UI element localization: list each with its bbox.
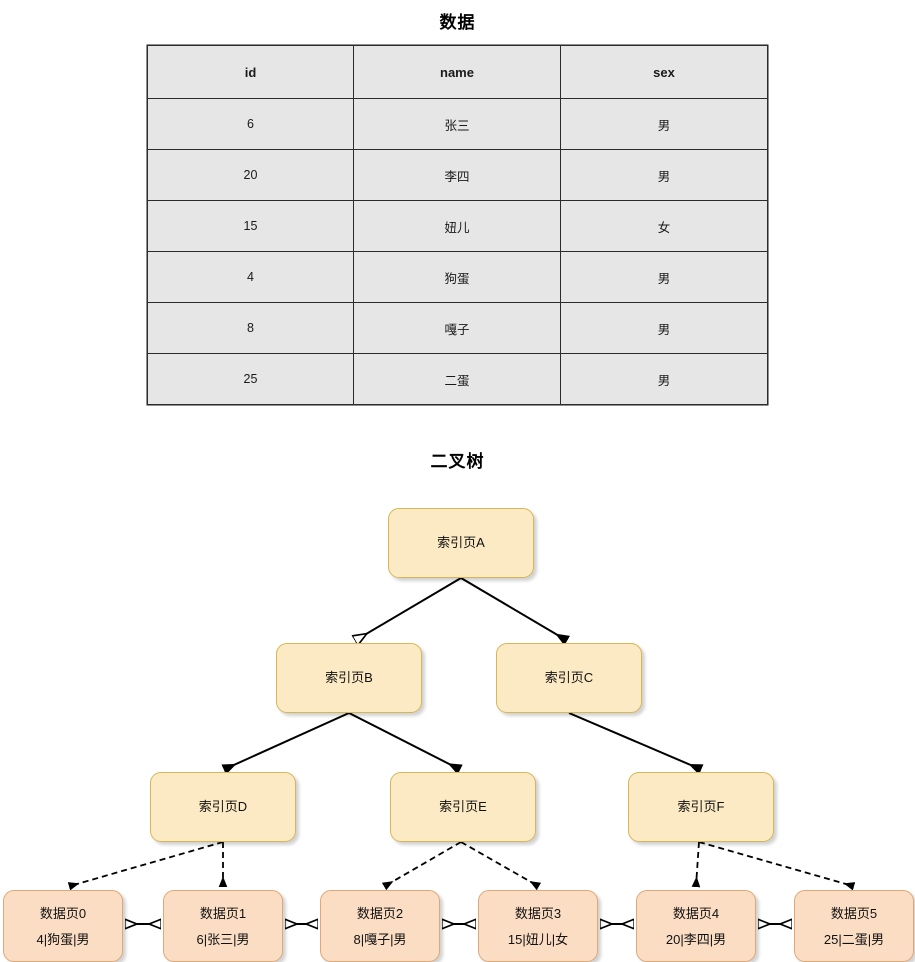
tree-node-data-page-3[interactable]: 数据页3 15|妞儿|女 [478, 890, 598, 962]
node-label: 数据页3 [514, 906, 562, 922]
tree-node-data-page-1[interactable]: 数据页1 6|张三|男 [163, 890, 283, 962]
cell-name: 嘎子 [353, 302, 561, 354]
tree-node-data-page-5[interactable]: 数据页5 25|二蛋|男 [794, 890, 914, 962]
column-header-name: name [353, 45, 561, 99]
table-row: 25 二蛋 男 [147, 353, 768, 405]
cell-id: 6 [147, 98, 354, 150]
cell-name: 妞儿 [353, 200, 561, 252]
cell-sex: 男 [560, 251, 768, 303]
node-label: 索引页E [439, 798, 487, 814]
table-row: 4 狗蛋 男 [147, 251, 768, 303]
node-label: 数据页4 [672, 906, 720, 922]
table-row: 6 张三 男 [147, 98, 768, 150]
node-label: 索引页F [677, 798, 725, 814]
tree-node-data-page-2[interactable]: 数据页2 8|嘎子|男 [320, 890, 440, 962]
edge-group-leaf-pointers [67, 841, 856, 891]
cell-sex: 男 [560, 98, 768, 150]
tree-node-index-e[interactable]: 索引页E [390, 772, 536, 842]
node-record: 8|嘎子|男 [353, 931, 407, 947]
node-record: 20|李四|男 [665, 931, 727, 947]
cell-sex: 男 [560, 149, 768, 201]
node-record: 15|妞儿|女 [507, 931, 569, 947]
cell-name: 李四 [353, 149, 561, 201]
column-header-sex: sex [560, 45, 768, 99]
cell-id: 15 [147, 200, 354, 252]
cell-id: 8 [147, 302, 354, 354]
cell-name: 张三 [353, 98, 561, 150]
table-row: 8 嘎子 男 [147, 302, 768, 354]
node-label: 数据页2 [356, 906, 404, 922]
data-table: id name sex 6 张三 男 20 李四 男 15 妞儿 女 4 狗蛋 … [147, 45, 768, 405]
cell-name: 二蛋 [353, 353, 561, 405]
node-label: 数据页0 [39, 906, 87, 922]
node-label: 索引页D [198, 798, 248, 814]
node-label: 索引页B [325, 669, 373, 685]
cell-id: 25 [147, 353, 354, 405]
node-label: 索引页C [544, 669, 594, 685]
node-label: 数据页5 [830, 906, 878, 922]
node-label: 索引页A [437, 534, 485, 550]
edge-group-level2 [221, 712, 704, 775]
tree-node-data-page-4[interactable]: 数据页4 20|李四|男 [636, 890, 756, 962]
edge-group-level1 [356, 577, 571, 640]
node-record: 25|二蛋|男 [823, 931, 885, 947]
tree-node-data-page-0[interactable]: 数据页0 4|狗蛋|男 [3, 890, 123, 962]
cell-sex: 男 [560, 302, 768, 354]
page-title-data: 数据 [439, 13, 476, 32]
tree-node-index-b[interactable]: 索引页B [276, 643, 422, 713]
tree-node-index-f[interactable]: 索引页F [628, 772, 774, 842]
node-record: 6|张三|男 [196, 931, 250, 947]
page-title-tree: 二叉树 [430, 452, 485, 471]
cell-name: 狗蛋 [353, 251, 561, 303]
cell-sex: 女 [560, 200, 768, 252]
table-header-row: id name sex [147, 45, 768, 99]
cell-id: 20 [147, 149, 354, 201]
tree-node-index-d[interactable]: 索引页D [150, 772, 296, 842]
tree-node-index-c[interactable]: 索引页C [496, 643, 642, 713]
table-row: 15 妞儿 女 [147, 200, 768, 252]
column-header-id: id [147, 45, 354, 99]
tree-node-index-a[interactable]: 索引页A [388, 508, 534, 578]
cell-sex: 男 [560, 353, 768, 405]
node-label: 数据页1 [199, 906, 247, 922]
cell-id: 4 [147, 251, 354, 303]
node-record: 4|狗蛋|男 [36, 931, 90, 947]
table-row: 20 李四 男 [147, 149, 768, 201]
